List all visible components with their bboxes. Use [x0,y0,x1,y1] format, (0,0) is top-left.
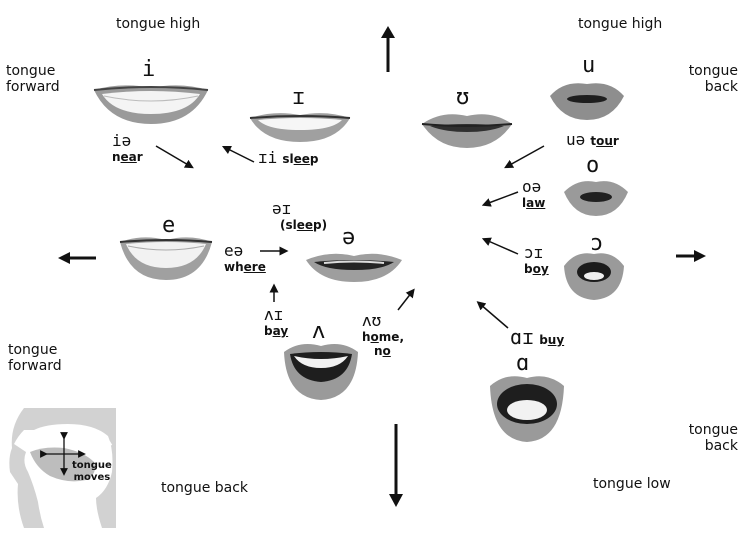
vowel-open-o-symbol: ɔ [590,231,604,256]
diphthong-ai-caret: ʌɪ bay [264,305,289,339]
label-tongue-low: tongue low [593,476,671,492]
lips-u-image [550,83,624,120]
lips-e-image [119,237,213,280]
arrow-down [389,424,403,507]
arrow-right [676,250,706,262]
vowel-schwa-symbol: ə [342,225,356,250]
diphthong-ee: eə where [224,241,266,275]
label-tongue-high-left: tongue high [116,16,201,32]
label-tongue-back-top: tongue back [688,63,738,95]
label-tongue-forward-bottom: tongue forward [8,342,62,374]
label-tongue-forward-top: tongue forward [6,63,60,95]
vowel-U-symbol: ʊ [456,85,470,110]
label-tongue-back-center: tongue back [161,480,249,496]
arrow-oe [481,191,519,207]
lips-caret-image [284,344,358,400]
diphthong-oi: ɔɪ boy [524,243,549,277]
vowel-u-symbol: u [582,53,596,78]
inset-caption: tongue moves [72,460,112,483]
arrow-au-caret [397,288,415,311]
lips-schwa-image [306,253,402,282]
diphthong-ue: uə tour [566,130,619,149]
vowel-o-symbol: o [586,153,600,178]
arrow-oi [481,237,519,255]
head-cross-section-image [4,406,118,528]
arrow-up [381,26,395,72]
label-tongue-back-bottom: tongue back [688,422,738,454]
diphthong-ai: ɑɪ buy [510,325,565,349]
lips-i-image [93,85,209,124]
label-tongue-high-right: tongue high [578,16,663,32]
diphthong-oe: oə law [522,177,546,211]
arrow-ii [221,145,255,163]
vowel-I-symbol: ɪ [292,85,306,110]
arrow-ie [155,145,194,169]
lips-open-o-image [564,253,624,300]
vowel-e-symbol: e [162,213,176,238]
diphthong-ie: iə near [112,131,143,165]
lips-U-image [421,114,513,148]
vowel-caret-symbol: ʌ [312,319,326,344]
vowel-alpha-symbol: ɑ [516,351,530,376]
lips-I-image [249,113,351,142]
diphthong-au-caret: ʌʊ home, no [362,311,404,359]
diphthong-ei-schwa: əɪ (sleep) [272,199,328,233]
lips-o-image [564,181,628,216]
lips-alpha-image [490,376,564,442]
arrow-ue [504,145,545,169]
diphthong-ii: ɪi sleep [258,148,319,167]
vowel-i-symbol: i [142,57,156,82]
arrow-left [58,252,96,264]
arrow-ai [476,301,509,329]
